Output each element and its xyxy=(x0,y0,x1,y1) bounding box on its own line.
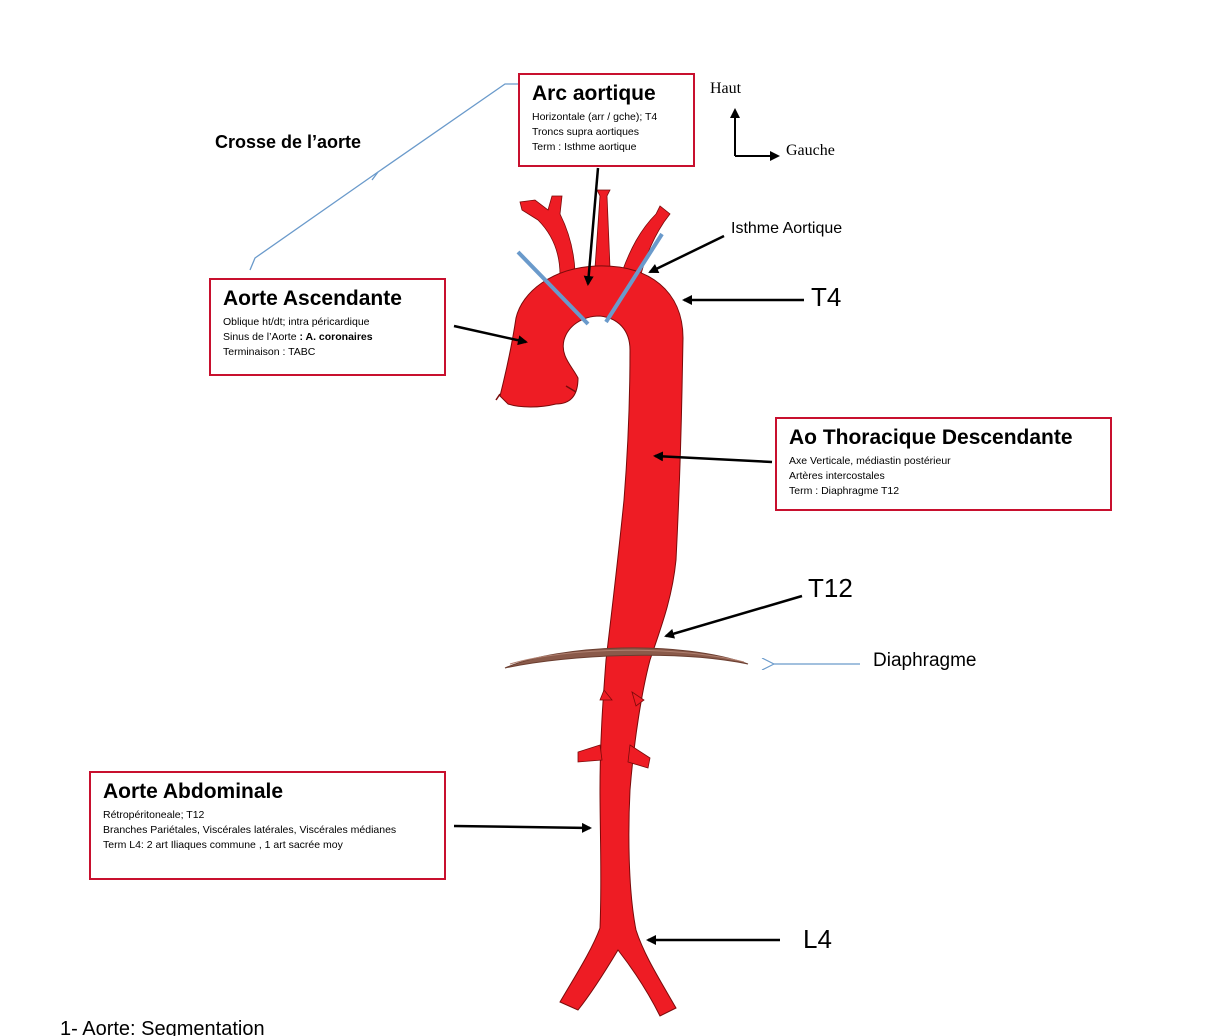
isthme-label: Isthme Aortique xyxy=(731,220,843,237)
orientation-up-label: Haut xyxy=(710,80,742,97)
l4-label: L4 xyxy=(803,924,832,954)
box-line: Term L4: 2 art Iliaques commune , 1 art … xyxy=(103,839,343,851)
box-line: Rétropéritoneale; T12 xyxy=(103,809,205,821)
crosse-label: Crosse de l’aorte xyxy=(215,132,362,152)
box-line: Axe Verticale, médiastin postérieur xyxy=(789,455,951,467)
box-line: Troncs supra aortiques xyxy=(532,126,639,138)
box-title: Arc aortique xyxy=(532,82,656,105)
box-line-bold: : A. coronaires xyxy=(299,331,373,343)
crosse-bracket xyxy=(249,83,518,271)
box-line-prefix: Sinus de l’Aorte xyxy=(223,331,300,343)
box-line: Sinus de l’Aorte : A. coronaires xyxy=(223,330,432,345)
box-aorte-ascendante: Aorte Ascendante Oblique ht/dt; intra pé… xyxy=(209,278,446,376)
box-line: Term : Diaphragme T12 xyxy=(789,485,900,497)
isthmus-mark-left xyxy=(516,250,590,326)
box-title: Aorte Abdominale xyxy=(103,780,284,803)
arrow-arc xyxy=(583,167,600,286)
arrow-isthme xyxy=(648,234,725,274)
box-ao-thoracique-descendante: Ao Thoracique Descendante Axe Verticale,… xyxy=(775,417,1112,511)
box-line: Branches Pariétales, Viscérales latérale… xyxy=(103,824,397,836)
arrow-thoracique xyxy=(653,451,773,464)
t12-label: T12 xyxy=(808,573,853,603)
orientation-indicator xyxy=(730,108,780,161)
box-line: Horizontale (arr / gche); T4 xyxy=(532,111,658,123)
left-subclavian-artery xyxy=(621,205,671,279)
box-line: Oblique ht/dt; intra péricardique xyxy=(223,316,370,328)
brachiocephalic-trunk xyxy=(519,195,576,276)
diaphragme-label: Diaphragme xyxy=(873,650,977,671)
orientation-left-label: Gauche xyxy=(786,142,835,159)
box-arc-aortique: Arc aortique Horizontale (arr / gche); T… xyxy=(518,73,695,167)
box-line: Terminaison : TABC xyxy=(223,346,316,358)
box-title: Aorte Ascendante xyxy=(223,287,402,310)
t4-label: T4 xyxy=(811,282,842,312)
box-line: Term : Isthme aortique xyxy=(532,141,637,153)
left-common-carotid xyxy=(594,189,611,269)
arrow-abdominale xyxy=(453,822,592,833)
aorta xyxy=(495,189,684,1017)
aorta-trunk xyxy=(499,265,684,1017)
box-title: Ao Thoracique Descendante xyxy=(789,426,1073,449)
arrow-t12 xyxy=(664,594,803,639)
figure-caption: 1- Aorte: Segmentation xyxy=(60,1018,265,1036)
box-line: Artères intercostales xyxy=(789,470,885,482)
arrow-ascendante xyxy=(453,324,528,346)
isthmus-mark-right xyxy=(604,232,664,324)
box-aorte-abdominale: Aorte Abdominale Rétropéritoneale; T12 B… xyxy=(89,771,446,880)
